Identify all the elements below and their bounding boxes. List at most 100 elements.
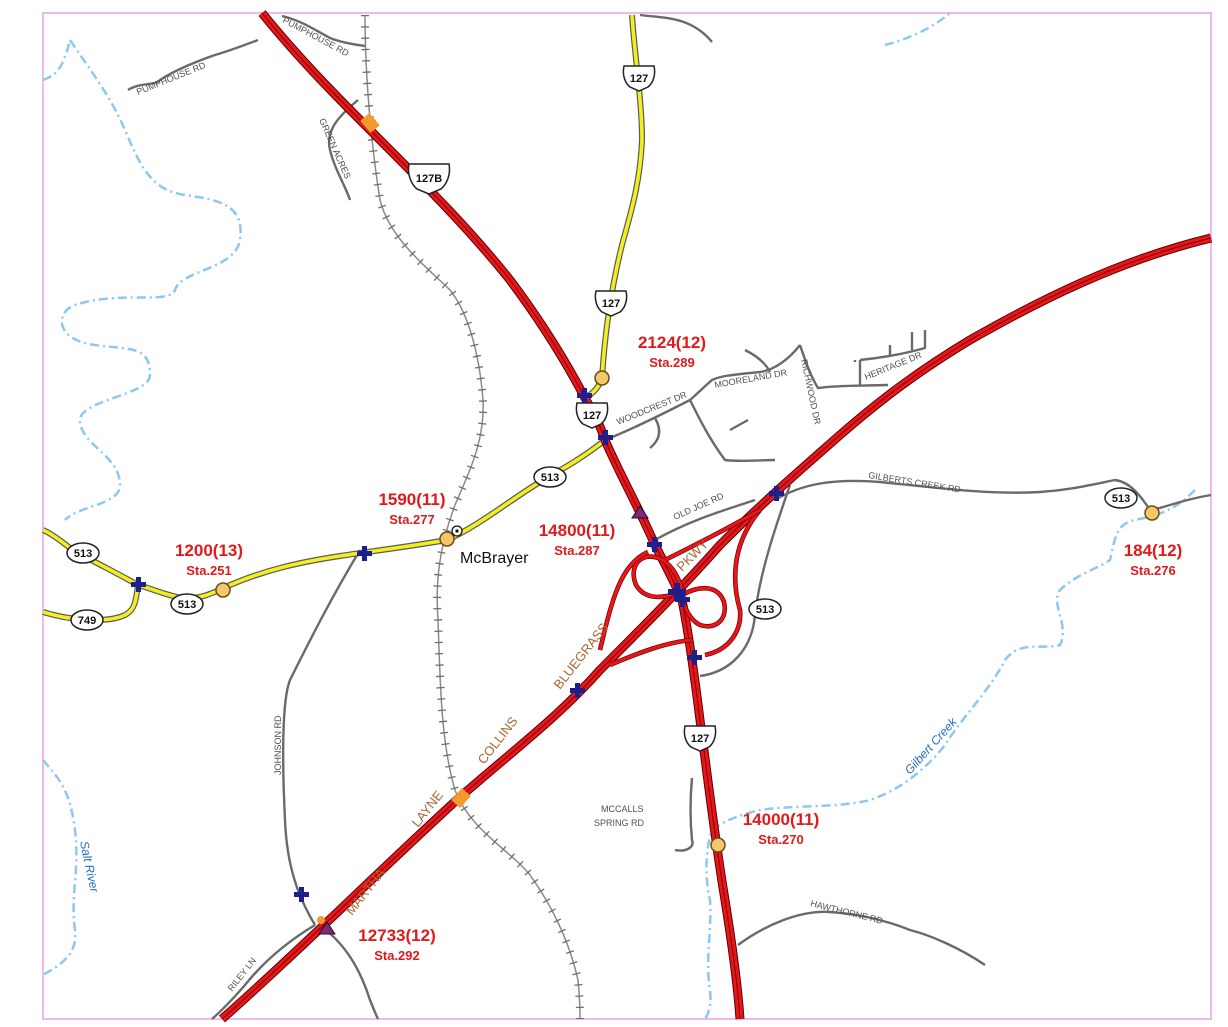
state-shield-icon (70, 609, 104, 631)
traffic-count-14000[interactable]: 14000(11) Sta.270 (743, 810, 820, 847)
road-ne-top (639, 13, 713, 43)
primary-routes (219, 10, 1213, 1023)
us127-shield-junction-text: 127 (583, 410, 601, 422)
railroad-line (364, 14, 581, 1020)
ramp-outer-w-outline (597, 549, 650, 651)
woodcrest-dr (604, 344, 801, 442)
cross-marker-icon[interactable] (668, 583, 686, 601)
heritage-dr (853, 330, 927, 386)
count-station-marker[interactable] (215, 582, 231, 598)
ramp-outer-n (664, 508, 761, 562)
count-value: 14800(11) (539, 521, 616, 540)
place-marker-center (455, 529, 459, 533)
us127-shield-mid-text: 127 (602, 298, 620, 310)
richwood-dr (798, 344, 889, 390)
us127-shield-junction: 127 (575, 402, 609, 429)
ky513-shield-b-text: 513 (74, 548, 92, 560)
gilbert-creek-label: Gilbert Creek (902, 714, 960, 777)
cross-marker-icon[interactable] (598, 430, 613, 445)
count-station-marker[interactable] (439, 531, 455, 547)
us127-shield-south-text: 127 (691, 733, 709, 745)
ky513-shield-a: 513 (533, 466, 567, 488)
old-joe-rd-label: OLD JOE RD (672, 491, 726, 522)
count-value: 12733(12) (358, 926, 436, 945)
us127b-shield-text: 127B (416, 173, 442, 185)
mccalls-label-line2: SPRING RD (594, 818, 645, 828)
ky513-shield-d: 513 (1104, 487, 1138, 509)
traffic-count-1200[interactable]: 1200(13) Sta.251 (175, 541, 243, 578)
pumphouse-rd-west (127, 38, 259, 92)
us-shield-icon (683, 725, 717, 752)
traffic-count-12733[interactable]: 12733(12) Sta.292 (358, 926, 436, 963)
ky513-shield-a-text: 513 (541, 472, 559, 484)
ky749-shield-text: 749 (78, 615, 96, 627)
traffic-count-184[interactable]: 184(12) Sta.276 (1124, 541, 1183, 578)
cross-markers (131, 388, 784, 902)
pumphouse-rd-label-west: PUMPHOUSE RD (135, 60, 207, 97)
green-acres-rd (327, 99, 359, 201)
segment-break-mark (317, 916, 325, 924)
parkway-median (221, 237, 1212, 1020)
cross-marker-icon[interactable] (131, 577, 146, 592)
count-value: 1590(11) (378, 490, 445, 509)
woodcrest-dr-label: WOODCREST DR (615, 389, 689, 426)
traffic-count-14800[interactable]: 14800(11) Sta.287 (539, 521, 616, 558)
mccalls-spring-rd (674, 777, 694, 852)
ramp-loop-nw (632, 555, 684, 599)
cross-marker-icon[interactable] (294, 887, 309, 902)
ky513-shield-c-text: 513 (178, 599, 196, 611)
route-shields: 127B 127 127 127 127 513 513 (66, 65, 1138, 752)
station-id: Sta.277 (389, 512, 435, 527)
johnson-rd (281, 549, 362, 926)
state-shield-icon (66, 542, 100, 564)
ky513-west (42, 438, 607, 601)
ky749-shield: 749 (70, 609, 104, 631)
road-sw-spur (325, 929, 380, 1020)
interchange (597, 508, 762, 668)
cross-marker-icon[interactable] (769, 486, 784, 501)
us127-shield-mid: 127 (594, 290, 628, 317)
count-station-marker[interactable] (594, 370, 610, 386)
traffic-count-2124[interactable]: 2124(12) Sta.289 (638, 333, 706, 370)
count-value: 14000(11) (743, 810, 820, 829)
ramp-loop-se (680, 586, 727, 628)
parkway-label-bluegrass: BLUEGRASS (551, 620, 612, 692)
us-shield-icon (594, 290, 628, 317)
waterways (42, 12, 1196, 1020)
state-shield-icon (170, 593, 204, 615)
richwood-dr-label: RICHWOOD DR (799, 358, 823, 426)
ramp-outer-s (609, 638, 693, 667)
old-joe-rd (654, 498, 756, 542)
salt-river-label: Salt River (77, 840, 102, 895)
gilberts-creek-rd (774, 478, 1212, 512)
mccalls-label-line1: MCCALLS (601, 804, 644, 814)
traffic-count-labels: 2124(12) Sta.289 1590(11) Sta.277 14800(… (175, 333, 1182, 963)
triangle-marker-icon[interactable] (631, 505, 649, 519)
cross-marker-icon[interactable] (647, 537, 662, 552)
count-station-marker[interactable] (710, 837, 726, 853)
street-labels: PUMPHOUSE RD PUMPHOUSE RD GREEN ACRES WO… (135, 15, 962, 993)
us127-shield-top: 127 (622, 65, 656, 92)
count-station-marker[interactable] (1144, 505, 1160, 521)
woodcrest-spur-3 (729, 418, 749, 432)
ky513-shield-b: 513 (66, 542, 100, 564)
cross-marker-icon[interactable] (570, 683, 585, 698)
ky513-shield-e-text: 513 (756, 604, 774, 616)
triangle-marker-icon[interactable] (318, 921, 336, 935)
pumphouse-rd-north (281, 14, 366, 48)
parkway-label-collins: COLLINS (475, 714, 521, 767)
station-id: Sta.292 (374, 948, 420, 963)
count-value: 184(12) (1124, 541, 1183, 560)
traffic-count-1590[interactable]: 1590(11) Sta.277 (378, 490, 445, 527)
cross-marker-icon[interactable] (675, 592, 690, 607)
salt-river-line (60, 39, 242, 521)
johnson-rd-label: JOHNSON RD (273, 715, 283, 775)
salt-river-line-south (42, 759, 78, 977)
cross-marker-icon[interactable] (357, 546, 372, 561)
us127-shield-south: 127 (683, 725, 717, 752)
cross-marker-icon[interactable] (687, 650, 702, 665)
cross-marker-icon[interactable] (577, 388, 592, 403)
us-shield-icon (407, 163, 451, 195)
green-acres-label: GREEN ACRES (317, 117, 353, 180)
